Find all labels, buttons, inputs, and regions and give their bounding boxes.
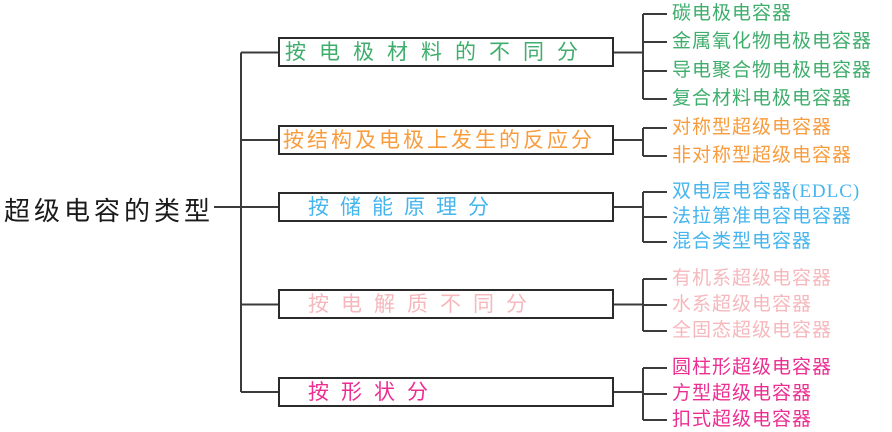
leaf-label: 非对称型超级电容器 [672, 145, 853, 166]
leaf-label: 复合材料电极电容器 [672, 88, 853, 109]
connector-lines [214, 13, 667, 421]
branch-3-leaf-connectors [614, 191, 667, 243]
leaf-label: 水系超级电容器 [672, 294, 813, 315]
leaf-label: 有机系超级电容器 [672, 268, 833, 289]
diagram-root-label: 超级电容的类型 [4, 197, 215, 226]
leaf-label: 方型超级电容器 [672, 383, 813, 404]
leaf-label: 圆柱形超级电容器 [672, 357, 833, 378]
leaf-label: 导电聚合物电极电容器 [672, 60, 873, 81]
branch-5-leaf-connectors [614, 367, 667, 421]
leaf-label: 全固态超级电容器 [672, 320, 833, 341]
root-trunk-connector [214, 51, 278, 393]
leaf-label: 双电层电容器(EDLC) [672, 181, 861, 202]
category-box-electrode-material: 按电极材料的不同分 [278, 37, 614, 67]
branch-4-leaf-connectors [614, 278, 667, 332]
category-box-structure-reaction: 按结构及电极上发生的反应分 [278, 125, 614, 155]
leaf-label: 对称型超级电容器 [672, 117, 833, 138]
category-box-electrolyte: 按电解质不同分 [278, 289, 614, 319]
leaf-label: 混合类型电容器 [672, 231, 813, 252]
leaf-label: 碳电极电容器 [672, 3, 793, 24]
category-box-energy-storage-principle: 按储能原理分 [278, 192, 614, 222]
branch-2-leaf-connectors [614, 127, 667, 157]
branch-1-leaf-connectors [614, 13, 667, 100]
leaf-label: 金属氧化物电极电容器 [672, 31, 873, 52]
leaf-label: 法拉第准电容电容器 [672, 206, 853, 227]
leaf-label: 扣式超级电容器 [672, 409, 813, 430]
category-box-shape: 按形状分 [278, 377, 614, 407]
